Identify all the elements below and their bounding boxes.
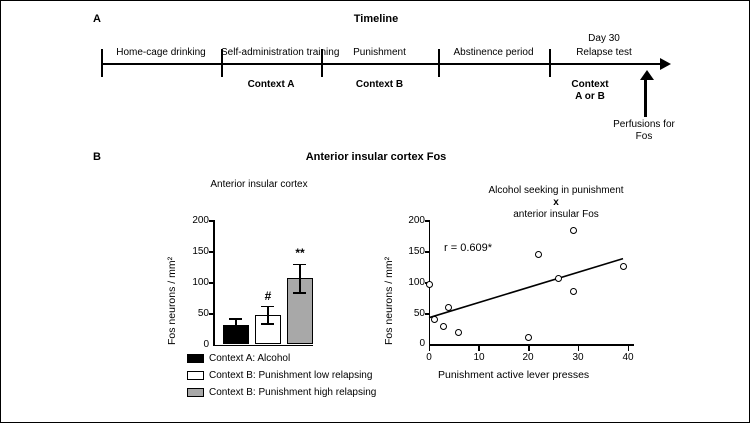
scatter-xtick-20: 20 (522, 352, 534, 363)
timeline-tick-1 (221, 49, 223, 77)
scatter-point (430, 315, 438, 323)
scatter-ytick-100: 100 (408, 277, 425, 288)
scatter-ytick-50: 50 (413, 308, 425, 319)
bar-1-error-cap-top (261, 305, 274, 308)
perfusion-label-line1: Perfusions for (613, 119, 675, 130)
timeline-phase-0-top: Home-cage drinking (116, 47, 206, 58)
timeline-axis (101, 63, 661, 65)
scatter-tickmark-x30 (577, 345, 580, 351)
perfusion-arrow-icon (640, 70, 654, 80)
timeline-tick-3 (438, 49, 440, 77)
scatter-title-line2: x (553, 197, 559, 208)
legend-label-0: Context A: Alcohol (209, 353, 291, 364)
bar-ytick-200: 200 (192, 215, 209, 226)
scatter-ytick-150: 150 (408, 246, 425, 257)
scatter-tickmark-y50 (425, 313, 430, 315)
bar-tickmark-100 (209, 282, 214, 284)
timeline-phase-4-bottom-line2: A or B (575, 91, 605, 102)
timeline-arrow-icon (660, 58, 671, 70)
bar-tickmark-50 (209, 313, 214, 315)
scatter-point (534, 251, 542, 259)
bar-1-significance-marker: # (264, 289, 272, 303)
bar-2-error-stem (299, 263, 301, 293)
bar-ytick-50: 50 (197, 308, 209, 319)
legend-swatch-gray (187, 388, 204, 397)
bar-1-error-stem (267, 305, 269, 324)
scatter-point (569, 227, 577, 235)
perfusion-label-line2: Fos (635, 131, 653, 142)
bar-0-error-stem (235, 318, 237, 332)
scatter-xtick-0: 0 (426, 352, 432, 363)
scatter-point (455, 328, 463, 336)
timeline-phase-4-top-line2: Relapse test (576, 47, 632, 58)
scatter-tickmark-y150 (425, 251, 430, 253)
bar-chart-title: Anterior insular cortex (210, 179, 308, 190)
bar-1-error-cap-bottom (261, 323, 274, 325)
bar-ytick-0: 0 (203, 339, 209, 350)
scatter-ytick-0: 0 (419, 338, 425, 349)
scatter-title-line1: Alcohol seeking in punishment (488, 185, 624, 196)
legend-swatch-black (187, 354, 204, 363)
legend-item-2: Context B: Punishment high relapsing (187, 387, 376, 398)
panel-b-label: B (93, 151, 101, 163)
scatter-x-axis (428, 344, 634, 346)
panel-b-title: Anterior insular cortex Fos (305, 151, 447, 163)
scatter-x-axis-label: Punishment active lever presses (438, 369, 590, 381)
timeline-phase-4-bottom-line1: Context (571, 79, 609, 90)
bar-0-error-cap (229, 318, 242, 320)
perfusion-arrow-shaft (644, 79, 647, 117)
timeline-phase-2-top: Punishment (353, 47, 406, 58)
bar-ytick-100: 100 (192, 277, 209, 288)
bar-tickmark-200 (209, 220, 214, 222)
scatter-tickmark-y200 (425, 220, 430, 222)
scatter-tickmark-x10 (478, 345, 480, 351)
legend-swatch-white (187, 371, 204, 380)
scatter-point (619, 263, 627, 271)
timeline-phase-2-bottom: Context B (355, 79, 404, 90)
timeline-tick-0 (101, 49, 103, 77)
legend-label-1: Context B: Punishment low relapsing (209, 370, 373, 381)
bar-2-error-cap-bottom (293, 292, 306, 294)
bar-chart-y-axis (213, 220, 215, 346)
scatter-point (554, 275, 562, 282)
bar-2-significance-marker: ** (295, 246, 305, 260)
bar-tickmark-150 (209, 251, 214, 253)
scatter-title-line3: anterior insular Fos (513, 209, 599, 220)
legend-label-2: Context B: Punishment high relapsing (209, 387, 377, 398)
bar-2-error-cap-top (293, 263, 306, 266)
legend-item-1: Context B: Punishment low relapsing (187, 370, 372, 381)
scatter-xtick-30: 30 (572, 352, 584, 363)
scatter-tickmark-x40 (627, 345, 629, 351)
scatter-point (525, 333, 532, 341)
timeline-phase-1-bottom: Context A (247, 79, 295, 90)
scatter-point (425, 281, 433, 289)
timeline-phase-1-top: Self-administration training (221, 47, 340, 58)
scatter-point (445, 303, 453, 311)
scatter-tickmark-x20 (528, 345, 530, 351)
correlation-annotation: r = 0.609* (444, 242, 493, 254)
timeline-tick-4 (549, 49, 551, 77)
scatter-tickmark-x0 (428, 345, 430, 351)
scatter-ytick-200: 200 (408, 215, 425, 226)
scatter-point (569, 288, 577, 296)
scatter-xtick-10: 10 (473, 352, 485, 363)
legend-item-0: Context A: Alcohol (187, 353, 290, 364)
bar-ytick-150: 150 (192, 246, 209, 257)
bar-chart-x-axis (213, 344, 313, 346)
scatter-xtick-40: 40 (622, 352, 634, 363)
timeline-phase-4-top-line1: Day 30 (588, 33, 620, 44)
timeline-tick-2 (321, 49, 323, 77)
scatter-point (440, 323, 448, 330)
timeline-title: Timeline (353, 13, 399, 25)
panel-a-label: A (93, 13, 101, 25)
timeline-phase-3-top: Abstinence period (453, 47, 534, 58)
